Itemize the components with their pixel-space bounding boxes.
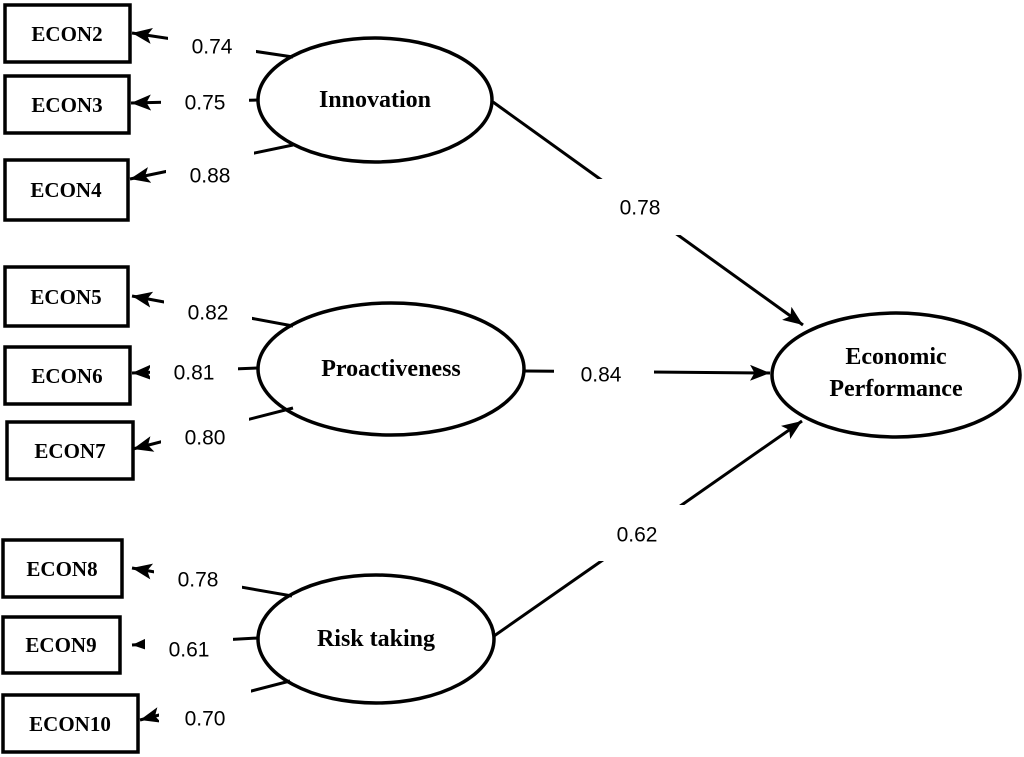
indicator-econ4: ECON4 — [3, 158, 130, 222]
indicator-econ10: ECON10 — [1, 693, 140, 754]
indicator-econ2: ECON2 — [3, 3, 132, 64]
econ6-label: ECON6 — [31, 364, 102, 388]
econ10-box — [1, 693, 140, 754]
path-label-risk-taking: 0.62 — [587, 505, 687, 561]
path-coefficient: 0.84 — [581, 364, 622, 387]
innovation-label: Innovation — [319, 87, 431, 113]
indicator-econ7: ECON7 — [5, 420, 135, 481]
econ5-box — [3, 265, 130, 328]
label-plate — [161, 80, 249, 124]
econ5-label: ECON5 — [30, 285, 101, 309]
loading-value: 0.80 — [185, 427, 226, 450]
econ9-box — [1, 615, 122, 675]
econ2-box — [3, 3, 132, 64]
loading-label-econ9: 0.61 — [145, 626, 233, 670]
econ7-label: ECON7 — [34, 439, 105, 463]
econ3-box — [3, 74, 131, 135]
loading-label-econ4: 0.88 — [166, 148, 254, 192]
loading-value: 0.75 — [185, 92, 226, 115]
label-plate — [164, 290, 252, 334]
econ2-label: ECON2 — [31, 22, 102, 46]
latent-proactiveness: Proactiveness — [256, 301, 526, 437]
latent-economic-performance: Economic Performance — [770, 311, 1022, 439]
econ4-box — [3, 158, 130, 222]
latent-innovation: Innovation — [256, 36, 494, 164]
path-label-innovation: 0.78 — [587, 179, 687, 235]
loading-value: 0.61 — [169, 639, 210, 662]
loading-value: 0.74 — [192, 36, 233, 59]
path-coefficient: 0.62 — [617, 524, 658, 547]
economic-performance-label-line2: Performance — [829, 376, 963, 402]
loading-value: 0.70 — [185, 708, 226, 731]
proactiveness-label: Proactiveness — [321, 356, 461, 382]
econ8-box — [1, 538, 124, 599]
econ7-box — [5, 420, 135, 481]
econ3-label: ECON3 — [31, 93, 102, 117]
label-plate — [159, 688, 251, 734]
loading-label-econ8: 0.78 — [154, 556, 242, 600]
indicator-econ9: ECON9 — [1, 615, 122, 675]
label-plate — [166, 148, 254, 192]
label-plate — [145, 626, 233, 670]
econ6-box — [3, 345, 132, 406]
indicator-econ5: ECON5 — [3, 265, 130, 328]
economic-performance-ellipse — [770, 311, 1022, 439]
indicator-econ8: ECON8 — [1, 538, 124, 599]
label-plate — [150, 350, 238, 394]
economic-performance-label-line1: Economic — [845, 344, 947, 370]
loading-value: 0.81 — [174, 362, 215, 385]
label-plate — [154, 556, 242, 600]
loading-value: 0.88 — [190, 165, 231, 188]
loading-label-econ7: 0.80 — [161, 408, 249, 452]
loading-label-econ5: 0.82 — [164, 290, 252, 334]
loading-label-econ3: 0.75 — [161, 80, 249, 124]
loading-label-econ2: 0.74 — [168, 24, 256, 68]
latent-risk-taking: Risk taking — [256, 573, 496, 705]
label-plate — [161, 408, 249, 452]
loading-label-econ10: 0.70 — [159, 688, 251, 734]
path-coefficient: 0.78 — [620, 197, 661, 220]
loading-value: 0.78 — [178, 569, 219, 592]
path-label-proactiveness: 0.84 — [554, 344, 654, 400]
label-plate — [587, 505, 687, 561]
econ9-label: ECON9 — [25, 633, 96, 657]
econ10-label: ECON10 — [29, 712, 111, 736]
label-plate — [554, 344, 654, 400]
econ4-label: ECON4 — [30, 178, 102, 202]
label-plate — [587, 179, 687, 235]
loading-label-econ6: 0.81 — [150, 350, 238, 394]
indicator-econ6: ECON6 — [3, 345, 132, 406]
econ8-label: ECON8 — [26, 557, 97, 581]
risk-taking-label: Risk taking — [317, 626, 435, 652]
indicator-econ3: ECON3 — [3, 74, 131, 135]
label-plate — [168, 24, 256, 68]
loading-value: 0.82 — [188, 302, 229, 325]
